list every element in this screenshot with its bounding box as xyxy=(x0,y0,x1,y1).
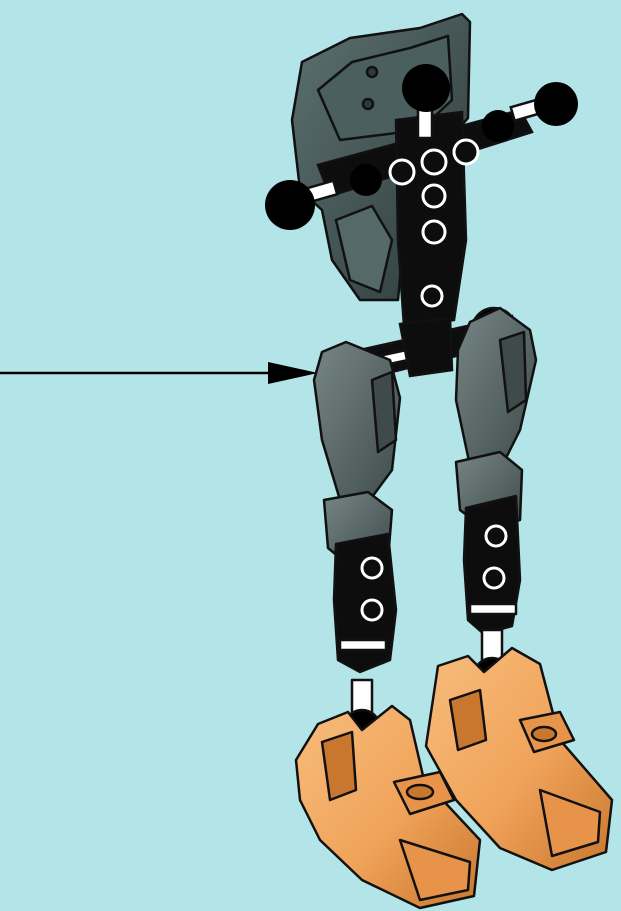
left-shoulder-ball-joint xyxy=(265,180,315,230)
left-leg xyxy=(314,342,400,746)
right-shoulder-ball-joint xyxy=(534,82,578,126)
right-leg xyxy=(456,308,536,694)
head-ball-joint xyxy=(402,64,450,112)
callout-arrow xyxy=(0,362,318,384)
